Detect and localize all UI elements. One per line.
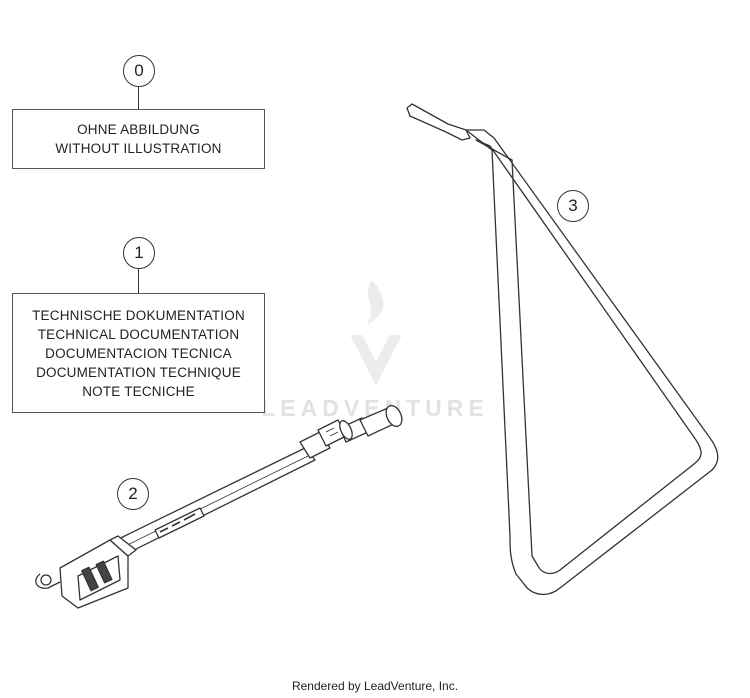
- callout-2: 2: [117, 478, 149, 510]
- side-stand-drawing: [406, 103, 719, 595]
- without-illustration-box: OHNE ABBILDUNG WITHOUT ILLUSTRATION: [12, 109, 265, 169]
- box0-line-2: WITHOUT ILLUSTRATION: [55, 141, 222, 156]
- box1-line-2: TECHNICAL DOCUMENTATION: [37, 326, 240, 342]
- box1-line-5: NOTE TECNICHE: [82, 383, 195, 399]
- callout-1-leader: [138, 269, 139, 293]
- callout-1: 1: [123, 237, 155, 269]
- box1-line-4: DOCUMENTATION TECHNIQUE: [36, 364, 241, 380]
- box1-line-3: DOCUMENTACION TECNICA: [45, 345, 232, 361]
- box0-line-1: OHNE ABBILDUNG: [77, 122, 200, 137]
- technical-documentation-box: TECHNISCHE DOKUMENTATION TECHNICAL DOCUM…: [12, 293, 265, 413]
- callout-0: 0: [123, 55, 155, 87]
- callout-3: 3: [557, 190, 589, 222]
- footer-credit: Rendered by LeadVenture, Inc.: [291, 679, 459, 693]
- box1-line-1: TECHNISCHE DOKUMENTATION: [32, 307, 245, 323]
- callout-0-leader: [138, 87, 139, 109]
- air-pump-drawing: [35, 404, 403, 609]
